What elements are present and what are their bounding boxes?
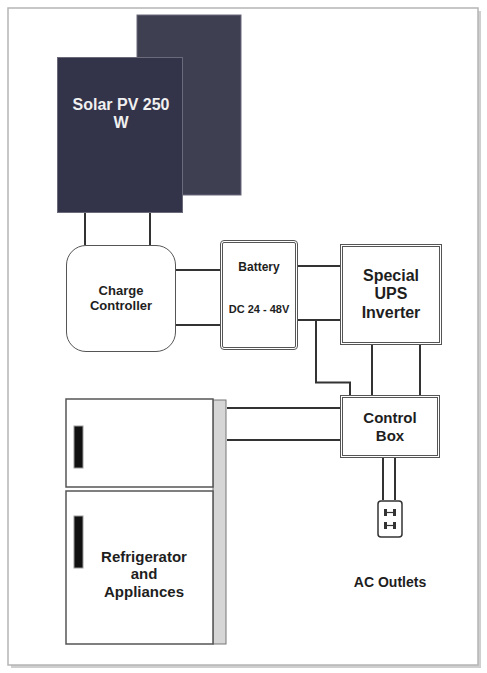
box-label: Charge Controller xyxy=(76,284,166,314)
wire-connector xyxy=(227,408,340,440)
door-handle xyxy=(74,516,83,568)
wire xyxy=(176,324,220,326)
freezer-door xyxy=(66,399,213,487)
battery-box: Battery DC 24 - 48V xyxy=(220,240,298,350)
appliance-label: Refrigerator and Appliances xyxy=(89,548,199,600)
panel-label: Solar PV 250 W xyxy=(71,96,171,133)
wire xyxy=(176,269,220,271)
wire xyxy=(371,345,373,395)
box-heading: Battery xyxy=(238,261,279,275)
wire xyxy=(227,407,340,409)
frame-border xyxy=(8,8,478,665)
fridge-side xyxy=(213,400,226,644)
outlet-plate xyxy=(378,501,402,537)
outlet-mark xyxy=(387,525,393,526)
wire xyxy=(84,213,86,245)
fridge-door xyxy=(66,491,213,644)
control-box: Control Box xyxy=(340,395,440,458)
wire-connector xyxy=(176,270,220,325)
wire xyxy=(394,458,396,500)
outlet-icon xyxy=(377,500,403,538)
wire-connector xyxy=(372,345,420,395)
inverter-box: Special UPS Inverter xyxy=(340,244,442,345)
outlet-slot xyxy=(384,522,387,529)
outlet-slot xyxy=(393,522,396,529)
refrigerator: Refrigerator and Appliances xyxy=(65,398,227,645)
door-handle xyxy=(74,426,83,468)
refrigerator-drawing xyxy=(65,398,227,645)
charge-controller-box: Charge Controller xyxy=(66,245,176,352)
box-label: Special UPS Inverter xyxy=(349,267,433,322)
wire-connector xyxy=(298,266,340,320)
wire xyxy=(419,345,421,395)
outlet-mark xyxy=(387,512,393,513)
solar-panel: Solar PV 250 W xyxy=(57,57,183,213)
wire-connector xyxy=(85,213,150,245)
wire xyxy=(227,439,340,441)
outlet-slot xyxy=(384,509,387,516)
box-label: DC 24 - 48V xyxy=(229,303,290,316)
ac-outlet: AC Outlets xyxy=(335,500,445,595)
wire xyxy=(382,458,384,500)
outlet-label: AC Outlets xyxy=(354,574,426,590)
wire-connector xyxy=(383,458,395,500)
box-label: Control Box xyxy=(354,409,426,444)
outlet-slot xyxy=(393,509,396,516)
wire xyxy=(298,265,340,267)
wire xyxy=(149,213,151,245)
